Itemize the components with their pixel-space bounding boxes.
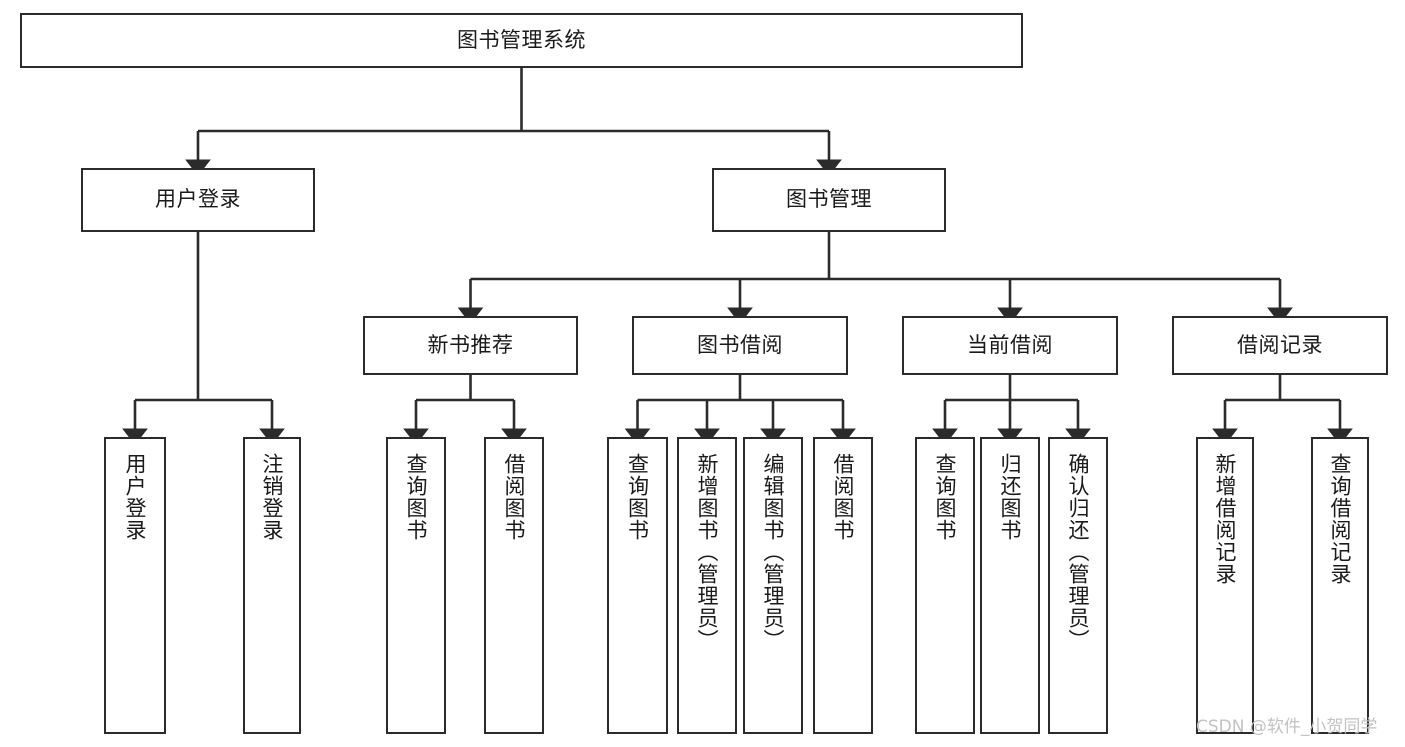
node-leaf-borrow-add-book[interactable]: 新增图书（管理员） [677,437,737,734]
node-leaf-cur-confirm-return[interactable]: 确认归还（管理员） [1048,437,1108,734]
node-label: 当前借阅 [967,332,1053,357]
node-leaf-rec-add-record[interactable]: 新增借阅记录 [1196,437,1254,734]
node-label: 编辑图书（管理员） [761,453,786,651]
node-label: 查询图书 [933,453,958,541]
node-borrow-record[interactable]: 借阅记录 [1172,316,1388,375]
node-label: 注销登录 [260,453,285,541]
node-label: 查询借阅记录 [1328,453,1353,585]
node-label: 用户登录 [123,453,148,541]
node-current-borrow[interactable]: 当前借阅 [902,316,1118,375]
node-label: 新增图书（管理员） [695,453,720,651]
node-label: 新书推荐 [427,332,514,357]
node-label: 用户登录 [155,187,241,212]
csdn-watermark: CSDN @软件_小贺同学 [1196,717,1378,737]
node-leaf-user-login[interactable]: 用户登录 [104,437,166,734]
node-leaf-borrow-edit-book[interactable]: 编辑图书（管理员） [743,437,803,734]
node-label: 新增借阅记录 [1213,453,1238,585]
node-leaf-rec-query-record[interactable]: 查询借阅记录 [1311,437,1369,734]
node-leaf-user-logout[interactable]: 注销登录 [243,437,301,734]
node-leaf-borrow-query-book[interactable]: 查询图书 [607,437,668,734]
node-leaf-rec-borrow-book[interactable]: 借阅图书 [484,437,544,734]
node-label: 图书管理 [786,187,872,212]
node-user-login[interactable]: 用户登录 [81,168,315,232]
node-label: 查询图书 [625,453,650,541]
node-leaf-cur-query-book[interactable]: 查询图书 [915,437,975,734]
node-leaf-cur-return-book[interactable]: 归还图书 [980,437,1040,734]
node-label: 图书借阅 [697,332,783,357]
node-leaf-borrow-borrow-book[interactable]: 借阅图书 [813,437,873,734]
node-label: 图书管理系统 [457,27,586,52]
node-label: 借阅图书 [831,453,856,541]
edges [122,68,1353,446]
node-label: 查询图书 [404,453,429,541]
node-label: 借阅记录 [1237,332,1323,357]
node-label: 确认归还（管理员） [1066,453,1091,651]
node-label: 借阅图书 [502,453,527,541]
node-book-borrow[interactable]: 图书借阅 [632,316,848,375]
node-label: 归还图书 [998,453,1023,541]
node-root[interactable]: 图书管理系统 [20,13,1023,68]
node-new-book-rec[interactable]: 新书推荐 [363,316,578,375]
node-leaf-rec-query-book[interactable]: 查询图书 [386,437,446,734]
node-book-manage[interactable]: 图书管理 [712,168,946,232]
